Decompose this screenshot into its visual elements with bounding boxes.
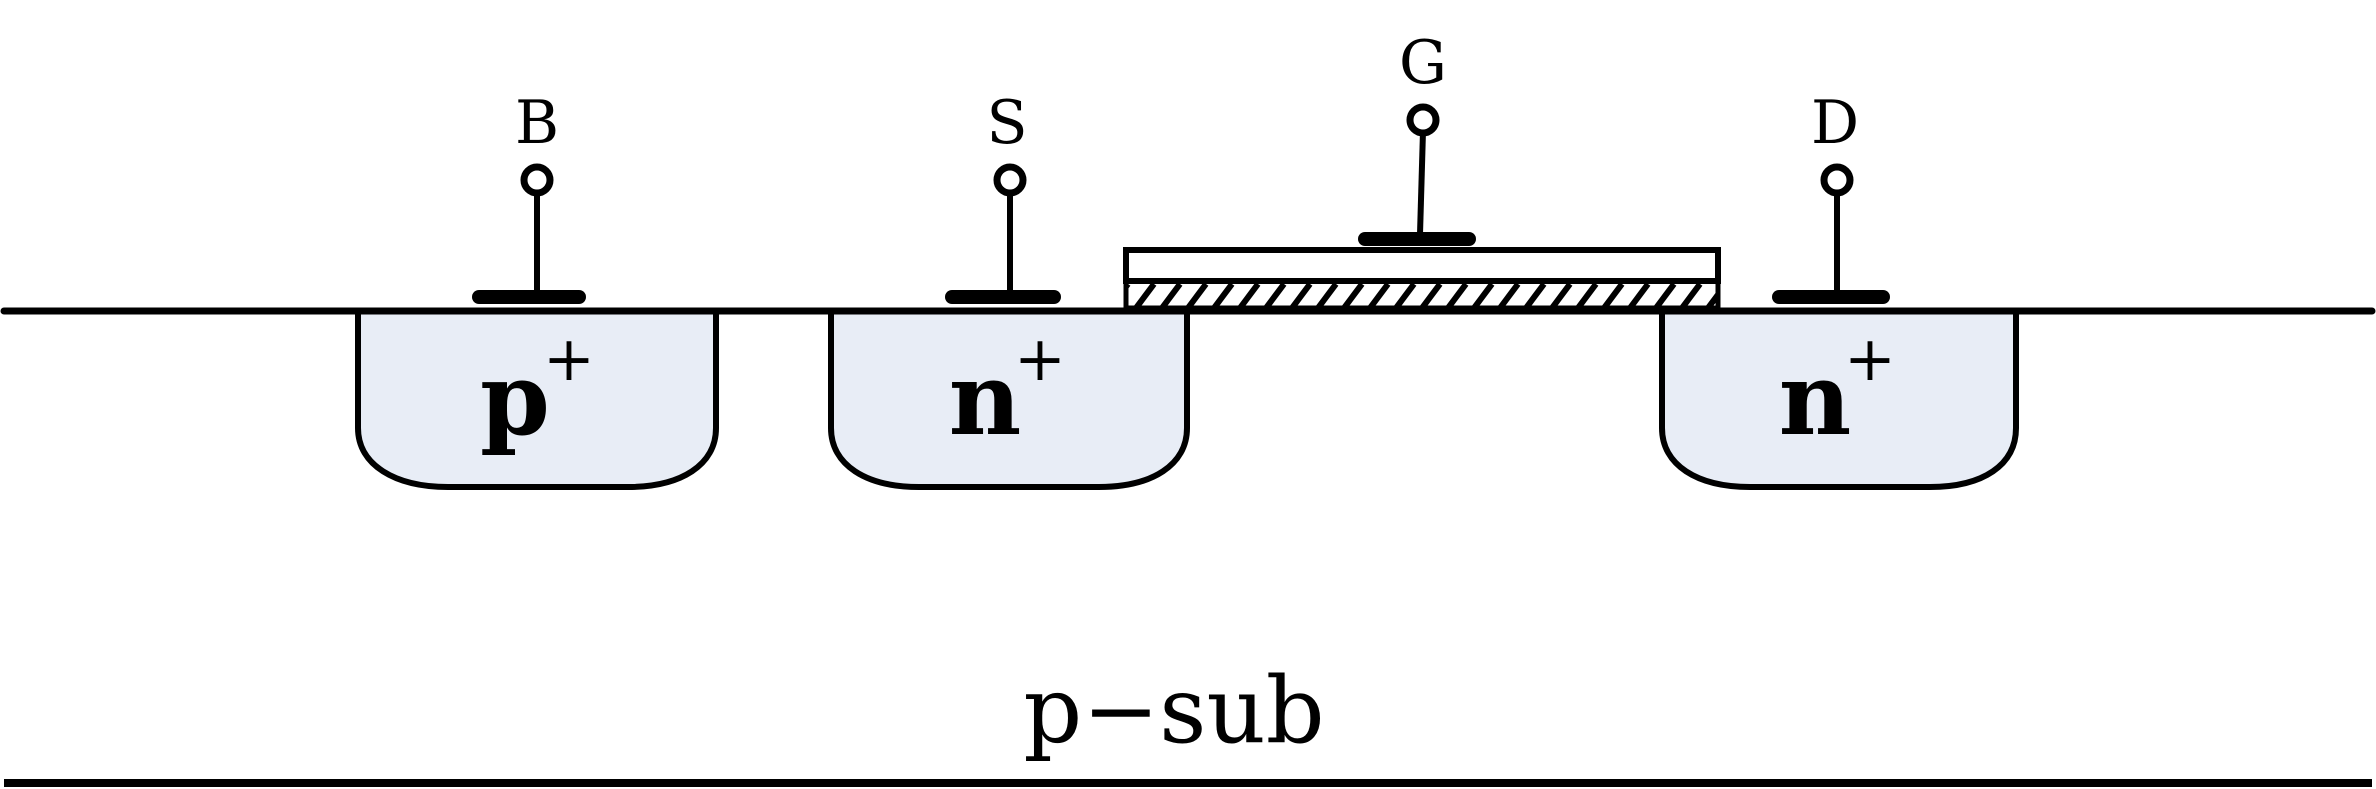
gate-terminal-node (1406, 103, 1440, 137)
body-well-type: p (480, 340, 550, 458)
source-terminal-node (993, 163, 1027, 197)
body-terminal-node (520, 163, 554, 197)
drain-terminal-node (1820, 163, 1854, 197)
source-well (828, 312, 1190, 490)
body-well (355, 312, 719, 490)
gate-terminal-label: G (1399, 28, 1447, 98)
source-terminal-label: S (986, 88, 1027, 158)
source-contact (945, 290, 1061, 304)
drain-well-sup: + (1844, 322, 1896, 395)
body-contact (472, 290, 586, 304)
gate-oxide (1123, 278, 1721, 311)
gate-lead (1417, 130, 1426, 235)
body-well-sup: + (543, 322, 595, 395)
source-well-sup: + (1014, 322, 1066, 395)
drain-well (1659, 312, 2019, 490)
source-well-type: n (949, 340, 1022, 458)
drain-contact (1772, 290, 1890, 304)
substrate-label: p−sub (1023, 657, 1324, 764)
gate-poly (1123, 247, 1721, 284)
gate-contact (1358, 232, 1476, 246)
body-terminal-label: B (515, 88, 559, 158)
drain-terminal-label: D (1811, 88, 1859, 158)
drain-well-type: n (1779, 340, 1852, 458)
